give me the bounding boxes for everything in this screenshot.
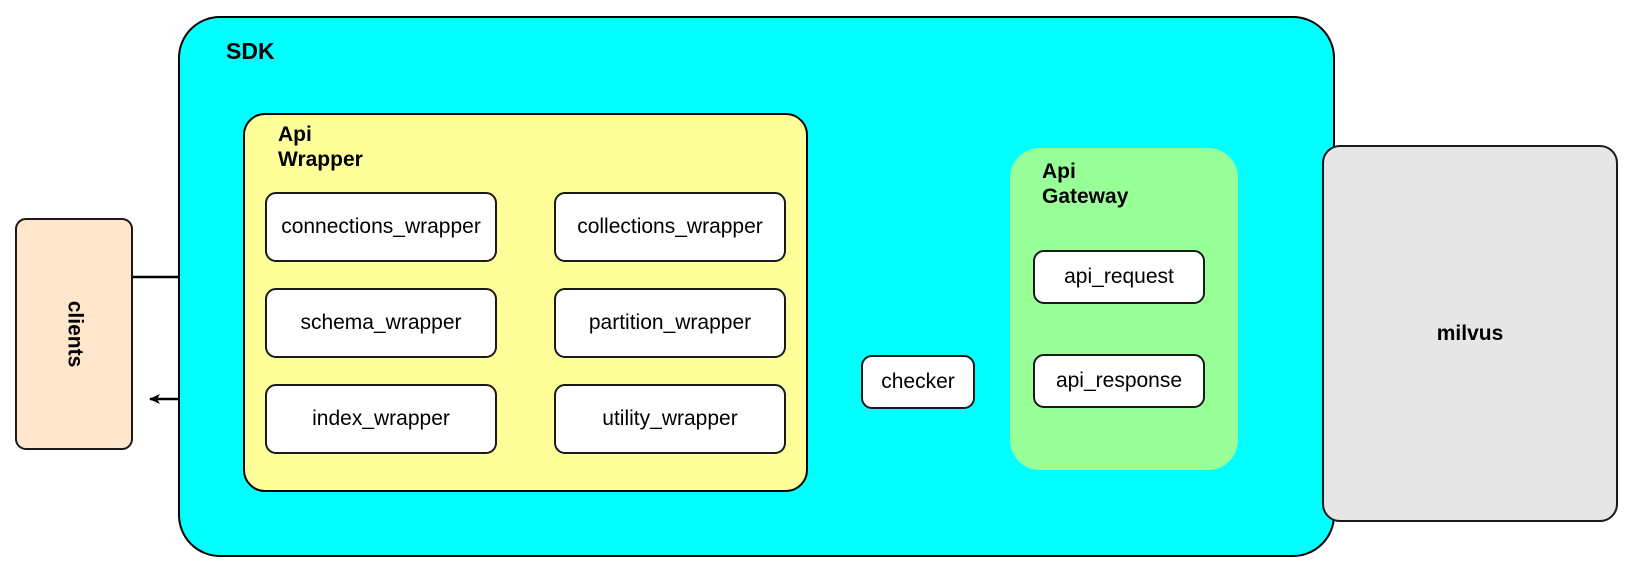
module-label: api_request — [1064, 265, 1174, 288]
module-api-request[interactable]: api_request — [1033, 250, 1205, 304]
module-label: index_wrapper — [312, 407, 450, 430]
module-utility-wrapper[interactable]: utility_wrapper — [554, 384, 786, 454]
clients-label: clients — [63, 300, 86, 368]
module-label: utility_wrapper — [602, 407, 738, 430]
module-label: api_response — [1055, 369, 1183, 392]
module-label: schema_wrapper — [300, 311, 462, 334]
api-gateway-container[interactable]: Api Gateway — [1010, 148, 1238, 470]
module-index-wrapper[interactable]: index_wrapper — [265, 384, 497, 454]
checker-node[interactable]: checker — [861, 355, 975, 409]
module-label: collections_wrapper — [577, 215, 763, 238]
checker-label: checker — [881, 370, 955, 393]
module-connections-wrapper[interactable]: connections_wrapper — [265, 192, 497, 262]
module-partition-wrapper[interactable]: partition_wrapper — [554, 288, 786, 358]
milvus-label: milvus — [1436, 321, 1504, 345]
module-schema-wrapper[interactable]: schema_wrapper — [265, 288, 497, 358]
clients-node[interactable]: clients — [15, 218, 133, 450]
module-collections-wrapper[interactable]: collections_wrapper — [554, 192, 786, 262]
sdk-title: SDK — [226, 38, 275, 64]
module-label: partition_wrapper — [588, 311, 752, 334]
api-gateway-title: Api Gateway — [1042, 160, 1129, 208]
module-label: connections_wrapper — [281, 215, 481, 238]
api-wrapper-title: Api Wrapper — [278, 123, 363, 171]
module-api-response[interactable]: api_response — [1033, 354, 1205, 408]
milvus-node[interactable]: milvus — [1322, 145, 1618, 522]
